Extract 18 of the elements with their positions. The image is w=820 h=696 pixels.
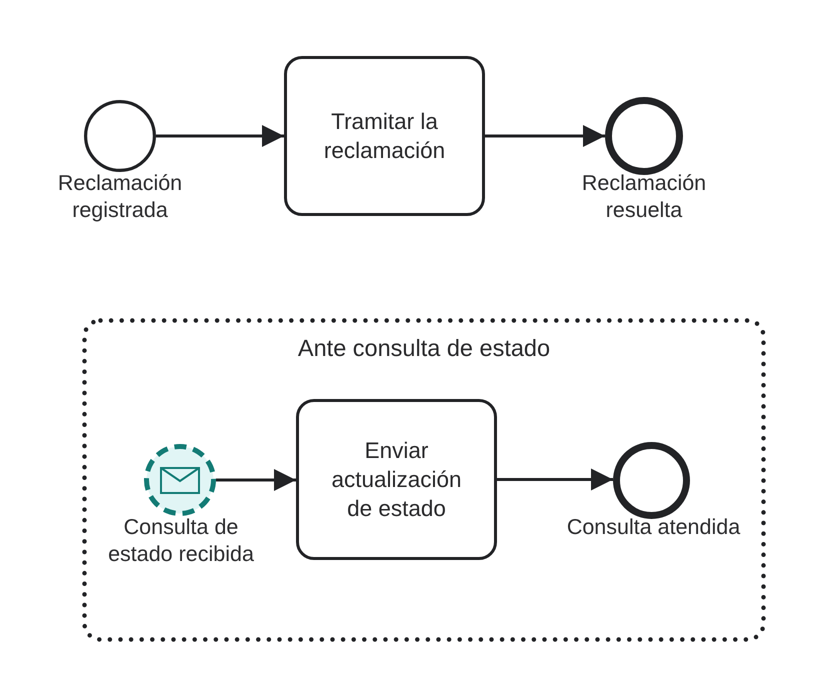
task-box	[284, 56, 485, 216]
message-start-event	[144, 444, 216, 516]
event-subprocess-frame	[82, 318, 766, 642]
event-label: Reclamación registrada	[56, 170, 184, 224]
task-label: Enviar actualización de estado	[330, 437, 463, 523]
event-label: Reclamación resuelta	[580, 170, 708, 224]
end-event-circle	[613, 442, 690, 519]
task-label: Tramitar la reclamación	[322, 108, 446, 165]
task-box	[296, 399, 497, 560]
sequence-flow-arrow	[156, 125, 284, 147]
sequence-flow-arrow	[485, 125, 605, 147]
sequence-flow-arrow	[497, 468, 613, 490]
subprocess-title: Ante consulta de estado	[298, 334, 550, 362]
sequence-flow-arrow	[216, 469, 296, 491]
end-event-circle	[605, 97, 683, 175]
start-event-circle	[84, 100, 156, 172]
event-label: Consulta atendida	[566, 514, 740, 541]
event-label: Consulta de estado recibida	[107, 514, 255, 568]
